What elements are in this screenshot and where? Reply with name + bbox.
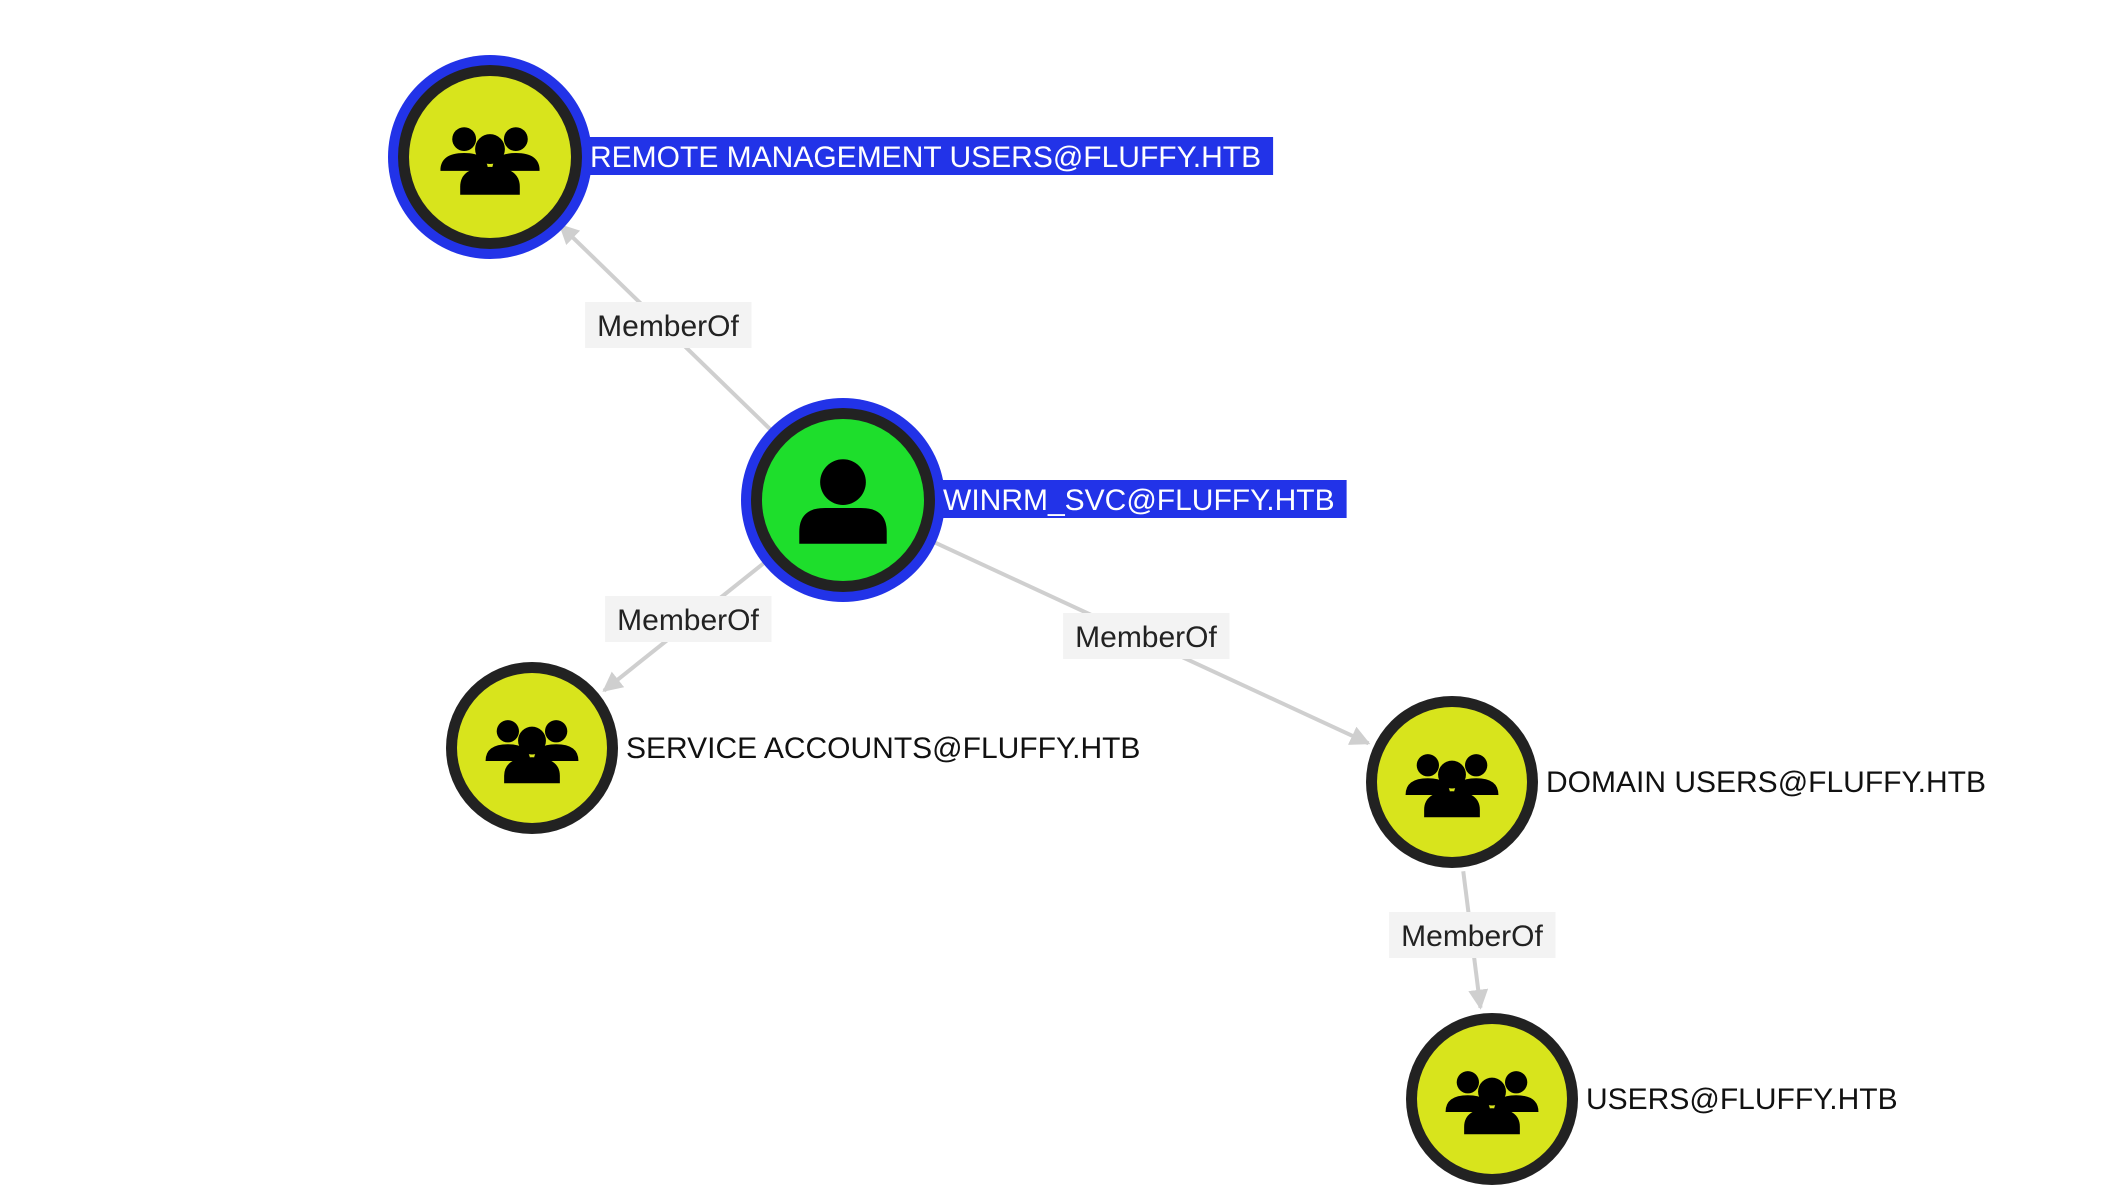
node-remote-mgmt[interactable]: REMOTE MANAGEMENT USERS@FLUFFY.HTB xyxy=(388,55,1274,259)
edge-label-bg xyxy=(1063,613,1230,659)
node-label[interactable]: SERVICE ACCOUNTS@FLUFFY.HTB xyxy=(626,732,1140,765)
edge-domain-users-to-users[interactable]: MemberOf xyxy=(1389,871,1556,1010)
edge-label[interactable]: MemberOf xyxy=(597,310,739,343)
edge-label[interactable]: MemberOf xyxy=(617,604,759,637)
node-service-accounts[interactable]: SERVICE ACCOUNTS@FLUFFY.HTB xyxy=(446,662,1140,834)
edge-winrm-svc-to-remote-mgmt[interactable]: MemberOf xyxy=(558,223,776,435)
node-label[interactable]: USERS@FLUFFY.HTB xyxy=(1586,1083,1898,1116)
node-label-bg xyxy=(588,137,1274,175)
edge-winrm-svc-to-domain-users[interactable]: MemberOf xyxy=(929,538,1371,746)
edge-label[interactable]: MemberOf xyxy=(1401,920,1543,953)
node-label[interactable]: DOMAIN USERS@FLUFFY.HTB xyxy=(1546,766,1986,799)
node-users[interactable]: USERS@FLUFFY.HTB xyxy=(1406,1013,1898,1185)
edge-label-bg xyxy=(1389,912,1556,958)
edge-label[interactable]: MemberOf xyxy=(1075,621,1217,654)
node-label-bg xyxy=(941,480,1347,518)
node-domain-users[interactable]: DOMAIN USERS@FLUFFY.HTB xyxy=(1366,696,1986,868)
nodes-layer: REMOTE MANAGEMENT USERS@FLUFFY.HTB WINRM_… xyxy=(388,55,1986,1185)
node-winrm-svc[interactable]: WINRM_SVC@FLUFFY.HTB xyxy=(741,398,1347,602)
node-label[interactable]: WINRM_SVC@FLUFFY.HTB xyxy=(943,484,1335,517)
edge-winrm-svc-to-service-accounts[interactable]: MemberOf xyxy=(602,558,772,693)
node-label[interactable]: REMOTE MANAGEMENT USERS@FLUFFY.HTB xyxy=(590,141,1261,174)
edge-label-bg xyxy=(585,302,752,348)
edge-label-bg xyxy=(605,596,772,642)
